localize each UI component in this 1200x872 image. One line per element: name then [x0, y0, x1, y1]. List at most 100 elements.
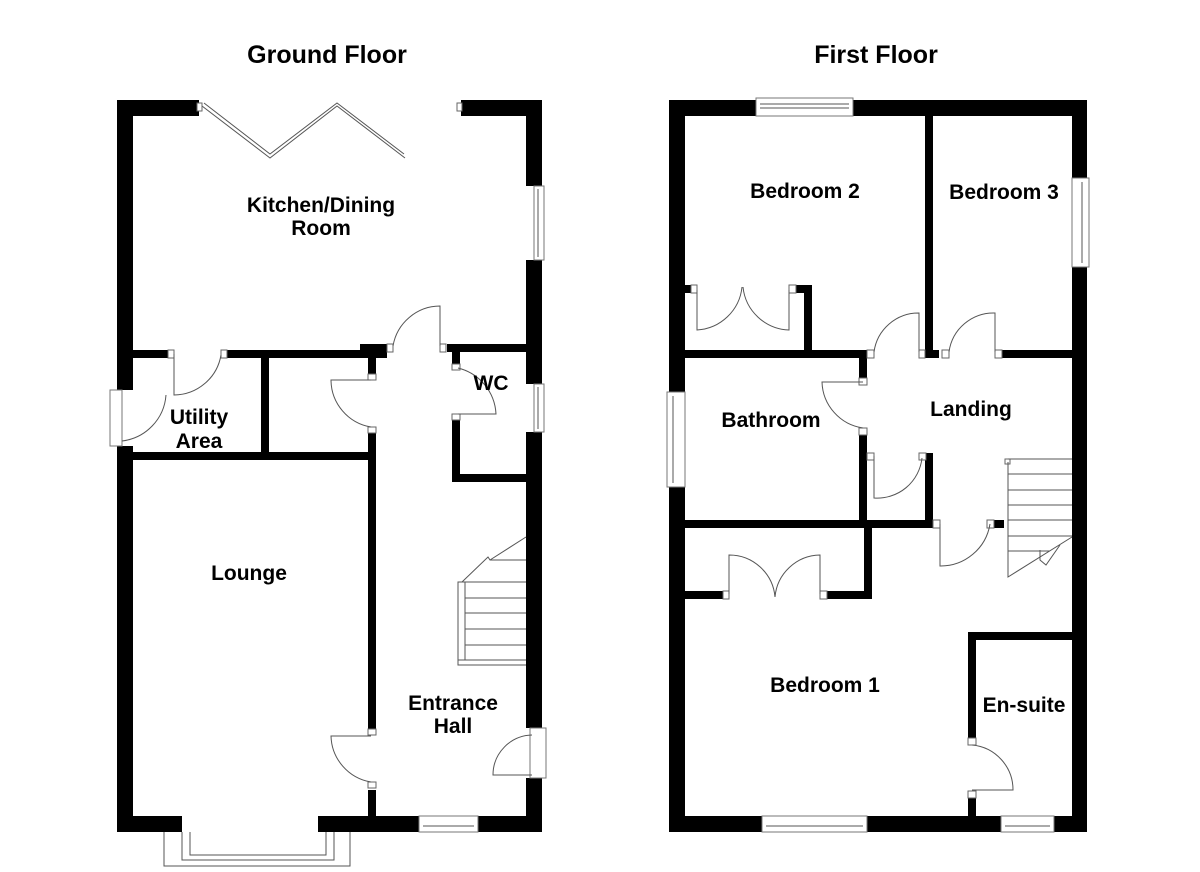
door-jamb — [722, 590, 730, 600]
room-label-lounge: Lounge — [211, 562, 287, 585]
wardrobe-door — [728, 554, 776, 598]
room-label-utility-line2: Area — [176, 430, 223, 453]
door-jamb — [994, 349, 1003, 359]
wall — [669, 100, 685, 392]
window — [761, 815, 868, 833]
wardrobe-door — [774, 554, 821, 598]
kitchen-door — [392, 305, 441, 347]
wall — [968, 632, 976, 738]
wall — [968, 632, 1072, 640]
door-jamb — [439, 343, 447, 353]
door-jamb — [788, 284, 797, 294]
wall — [685, 591, 723, 599]
wall — [452, 474, 526, 482]
door-jamb — [367, 373, 377, 381]
wall — [117, 100, 199, 116]
room-label-kitchen: Kitchen/Dining — [247, 194, 395, 217]
door-jamb — [918, 452, 927, 461]
door-jamb — [866, 349, 875, 359]
door-jamb — [456, 102, 463, 112]
wall — [669, 487, 685, 832]
bay-window — [163, 832, 351, 867]
door-jamb — [196, 102, 203, 112]
door-jamb — [941, 349, 950, 359]
window — [533, 185, 545, 261]
door-jamb — [367, 426, 377, 434]
wall — [227, 350, 387, 358]
wall — [526, 260, 542, 384]
wall — [925, 453, 933, 526]
first-floor-title: First Floor — [814, 41, 938, 69]
wall — [133, 350, 168, 358]
wall — [1072, 267, 1087, 832]
wall — [1072, 100, 1087, 178]
door-jamb — [918, 349, 926, 359]
wall — [461, 100, 542, 116]
wall — [994, 520, 1004, 528]
bay-window — [181, 832, 335, 861]
front-door-frame — [529, 727, 547, 779]
room-label-bedroom-1: Bedroom 1 — [770, 674, 880, 697]
room-label-bedroom-2: Bedroom 2 — [750, 180, 860, 203]
wall — [526, 432, 542, 728]
room-label-bedroom-3: Bedroom 3 — [949, 181, 1059, 204]
door-jamb — [967, 737, 977, 746]
utility-door — [173, 354, 222, 396]
wall — [133, 452, 376, 460]
wardrobe-door — [696, 286, 743, 331]
lounge-door — [330, 735, 372, 783]
window — [533, 383, 545, 433]
bathroom-door — [821, 381, 864, 429]
door-jamb — [932, 519, 941, 529]
bedroom1-door — [939, 523, 991, 567]
wall — [968, 798, 976, 820]
bedroom3-door — [948, 312, 996, 353]
room-label-en-suite: En-suite — [983, 694, 1066, 717]
window — [666, 391, 686, 488]
window — [418, 815, 479, 833]
wall — [318, 816, 419, 832]
wall — [452, 344, 460, 364]
wall — [685, 520, 933, 528]
wall — [1054, 816, 1087, 832]
wall — [117, 446, 133, 832]
utility-door — [121, 394, 167, 442]
wall — [925, 116, 933, 356]
door-jamb — [986, 519, 995, 529]
wall — [117, 100, 133, 390]
wall — [669, 100, 756, 116]
room-label-wc: WC — [474, 372, 509, 395]
cupboard-door — [873, 456, 923, 499]
ground-floor-title: Ground Floor — [247, 41, 407, 69]
wall — [925, 350, 939, 358]
ground-floor-plan: Ground Floor — [109, 41, 547, 867]
room-label-entrance-line2: Hall — [434, 715, 473, 738]
bifold-door — [203, 102, 405, 155]
wall — [867, 816, 1001, 832]
wall — [859, 435, 867, 528]
wall — [526, 100, 542, 186]
door-jamb — [690, 284, 698, 294]
bifold-door — [201, 105, 406, 159]
wall — [452, 420, 460, 482]
wall — [669, 816, 762, 832]
wall — [827, 591, 872, 599]
ensuite-door — [971, 744, 1014, 791]
wall — [478, 816, 542, 832]
door-jamb — [451, 363, 461, 371]
wall — [261, 358, 269, 454]
wall — [368, 344, 376, 374]
wc-door — [457, 367, 497, 415]
window — [1071, 177, 1090, 268]
wall — [685, 285, 693, 293]
bay-window — [189, 832, 327, 856]
door-jamb — [858, 427, 868, 436]
wall — [117, 816, 182, 832]
room-label-entrance: Entrance — [408, 692, 498, 715]
wall — [1002, 350, 1072, 358]
door-jamb — [866, 452, 875, 461]
window — [755, 97, 854, 117]
door-jamb — [367, 728, 377, 736]
door-jamb — [386, 343, 394, 353]
